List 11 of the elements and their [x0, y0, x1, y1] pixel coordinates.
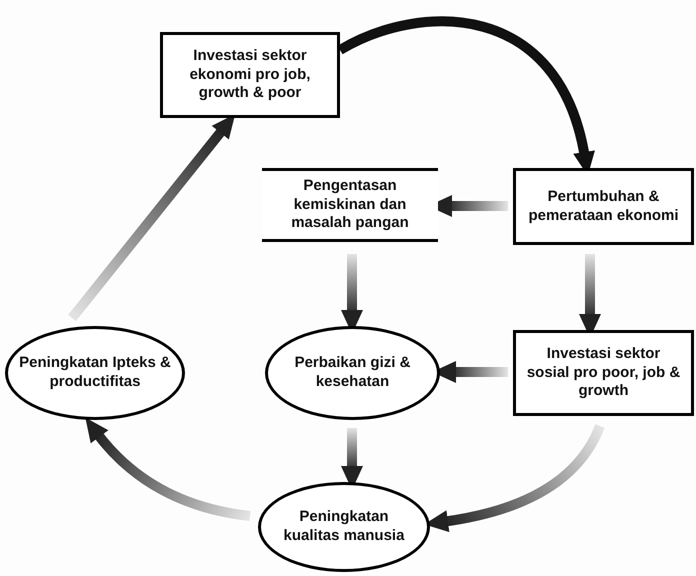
node-text: Peningkatan kualitas manusia: [282, 508, 406, 546]
process-box: [160, 32, 340, 118]
node-text: Perbaikan gizi & kesehatan: [294, 354, 412, 392]
arrow: [84, 418, 251, 521]
node-text: Investasi sektor ekonomi pro job, growth & poor: [188, 46, 312, 104]
node-text: Investasi sektor sosial pro poor, job & growth: [526, 344, 681, 402]
process-box: [513, 168, 694, 245]
process-box: [513, 330, 694, 416]
node-text: Peningkatan Ipteks & productifitas: [18, 354, 172, 392]
node-text: Pengentasan kemiskinan dan masalah pangan: [290, 176, 410, 234]
node-text: Pertumbuhan & pemerataan ekonomi: [527, 188, 680, 226]
